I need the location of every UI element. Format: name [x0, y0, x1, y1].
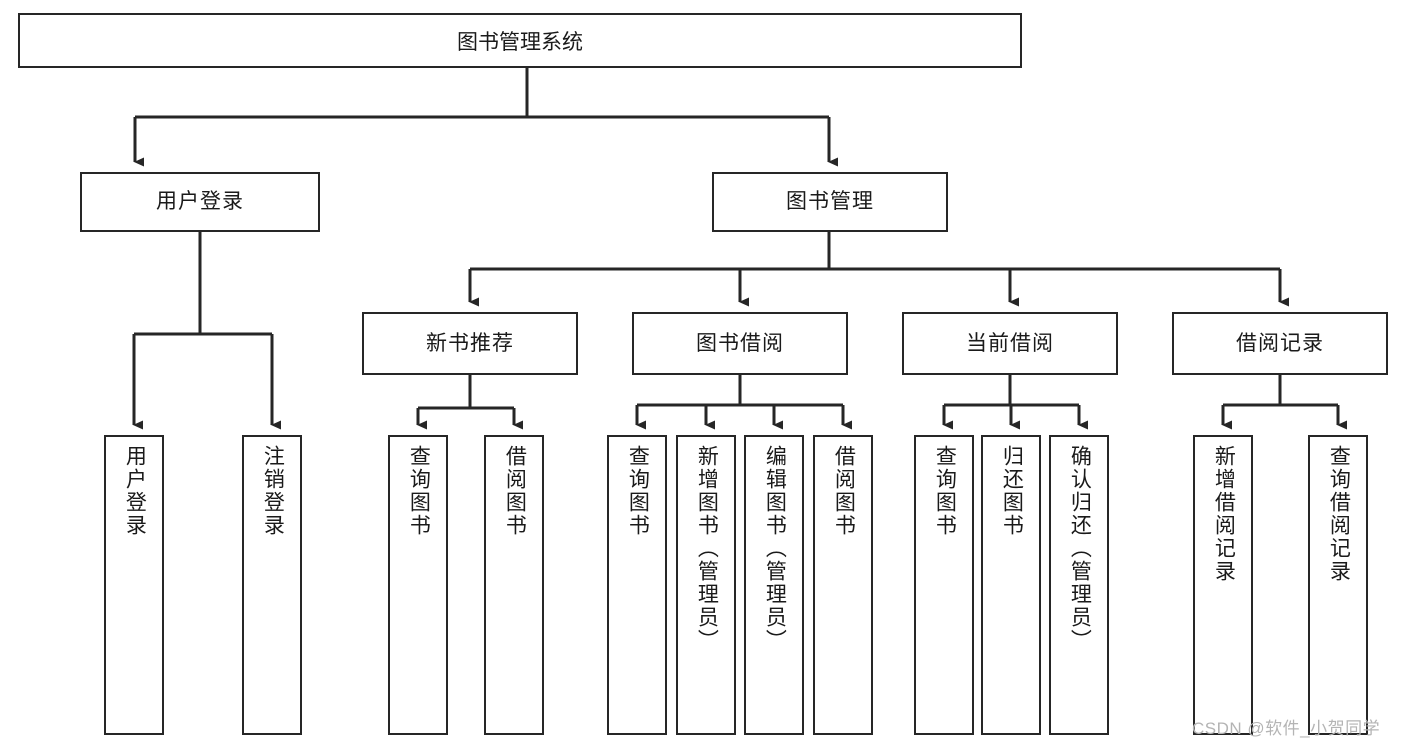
node-label: 图书借阅 [696, 331, 784, 355]
node-label: 借阅图书 [832, 445, 856, 537]
node-label: 借阅记录 [1236, 331, 1324, 355]
leaf-user-login-login[interactable]: 用户登录 [104, 435, 164, 735]
node-borrow-record[interactable]: 借阅记录 [1172, 312, 1388, 375]
node-label: 借阅图书 [503, 445, 527, 537]
node-book-borrow[interactable]: 图书借阅 [632, 312, 848, 375]
node-label: 当前借阅 [966, 331, 1054, 355]
node-user-login[interactable]: 用户登录 [80, 172, 320, 232]
node-label: 查询图书 [933, 445, 957, 537]
node-label: 确认归还（管理员） [1068, 445, 1092, 652]
node-label: 查询图书 [407, 445, 431, 537]
leaf-borrow-record-query[interactable]: 查询借阅记录 [1308, 435, 1368, 735]
node-label: 图书管理系统 [457, 30, 583, 54]
node-current-borrow[interactable]: 当前借阅 [902, 312, 1118, 375]
leaf-book-borrow-borrow[interactable]: 借阅图书 [813, 435, 873, 735]
node-label: 用户登录 [123, 445, 147, 537]
node-label: 新增图书（管理员） [695, 445, 719, 652]
node-root-system[interactable]: 图书管理系统 [18, 13, 1022, 68]
leaf-current-borrow-return[interactable]: 归还图书 [981, 435, 1041, 735]
node-label: 用户登录 [156, 190, 244, 214]
node-label: 查询借阅记录 [1327, 445, 1351, 583]
leaf-book-borrow-add[interactable]: 新增图书（管理员） [676, 435, 736, 735]
node-new-book-recommend[interactable]: 新书推荐 [362, 312, 578, 375]
node-label: 新书推荐 [426, 331, 514, 355]
watermark-text: CSDN @软件_小贺同学 [1192, 719, 1381, 738]
leaf-borrow-record-add[interactable]: 新增借阅记录 [1193, 435, 1253, 735]
leaf-book-borrow-query[interactable]: 查询图书 [607, 435, 667, 735]
node-label: 注销登录 [261, 445, 285, 537]
leaf-user-login-logout[interactable]: 注销登录 [242, 435, 302, 735]
node-label: 归还图书 [1000, 445, 1024, 537]
node-book-management[interactable]: 图书管理 [712, 172, 948, 232]
leaf-book-borrow-edit[interactable]: 编辑图书（管理员） [744, 435, 804, 735]
leaf-current-borrow-confirm-return[interactable]: 确认归还（管理员） [1049, 435, 1109, 735]
leaf-new-book-borrow[interactable]: 借阅图书 [484, 435, 544, 735]
node-label: 图书管理 [786, 190, 874, 214]
node-label: 编辑图书（管理员） [763, 445, 787, 652]
node-label: 新增借阅记录 [1212, 445, 1236, 583]
leaf-current-borrow-query[interactable]: 查询图书 [914, 435, 974, 735]
leaf-new-book-query[interactable]: 查询图书 [388, 435, 448, 735]
node-label: 查询图书 [626, 445, 650, 537]
